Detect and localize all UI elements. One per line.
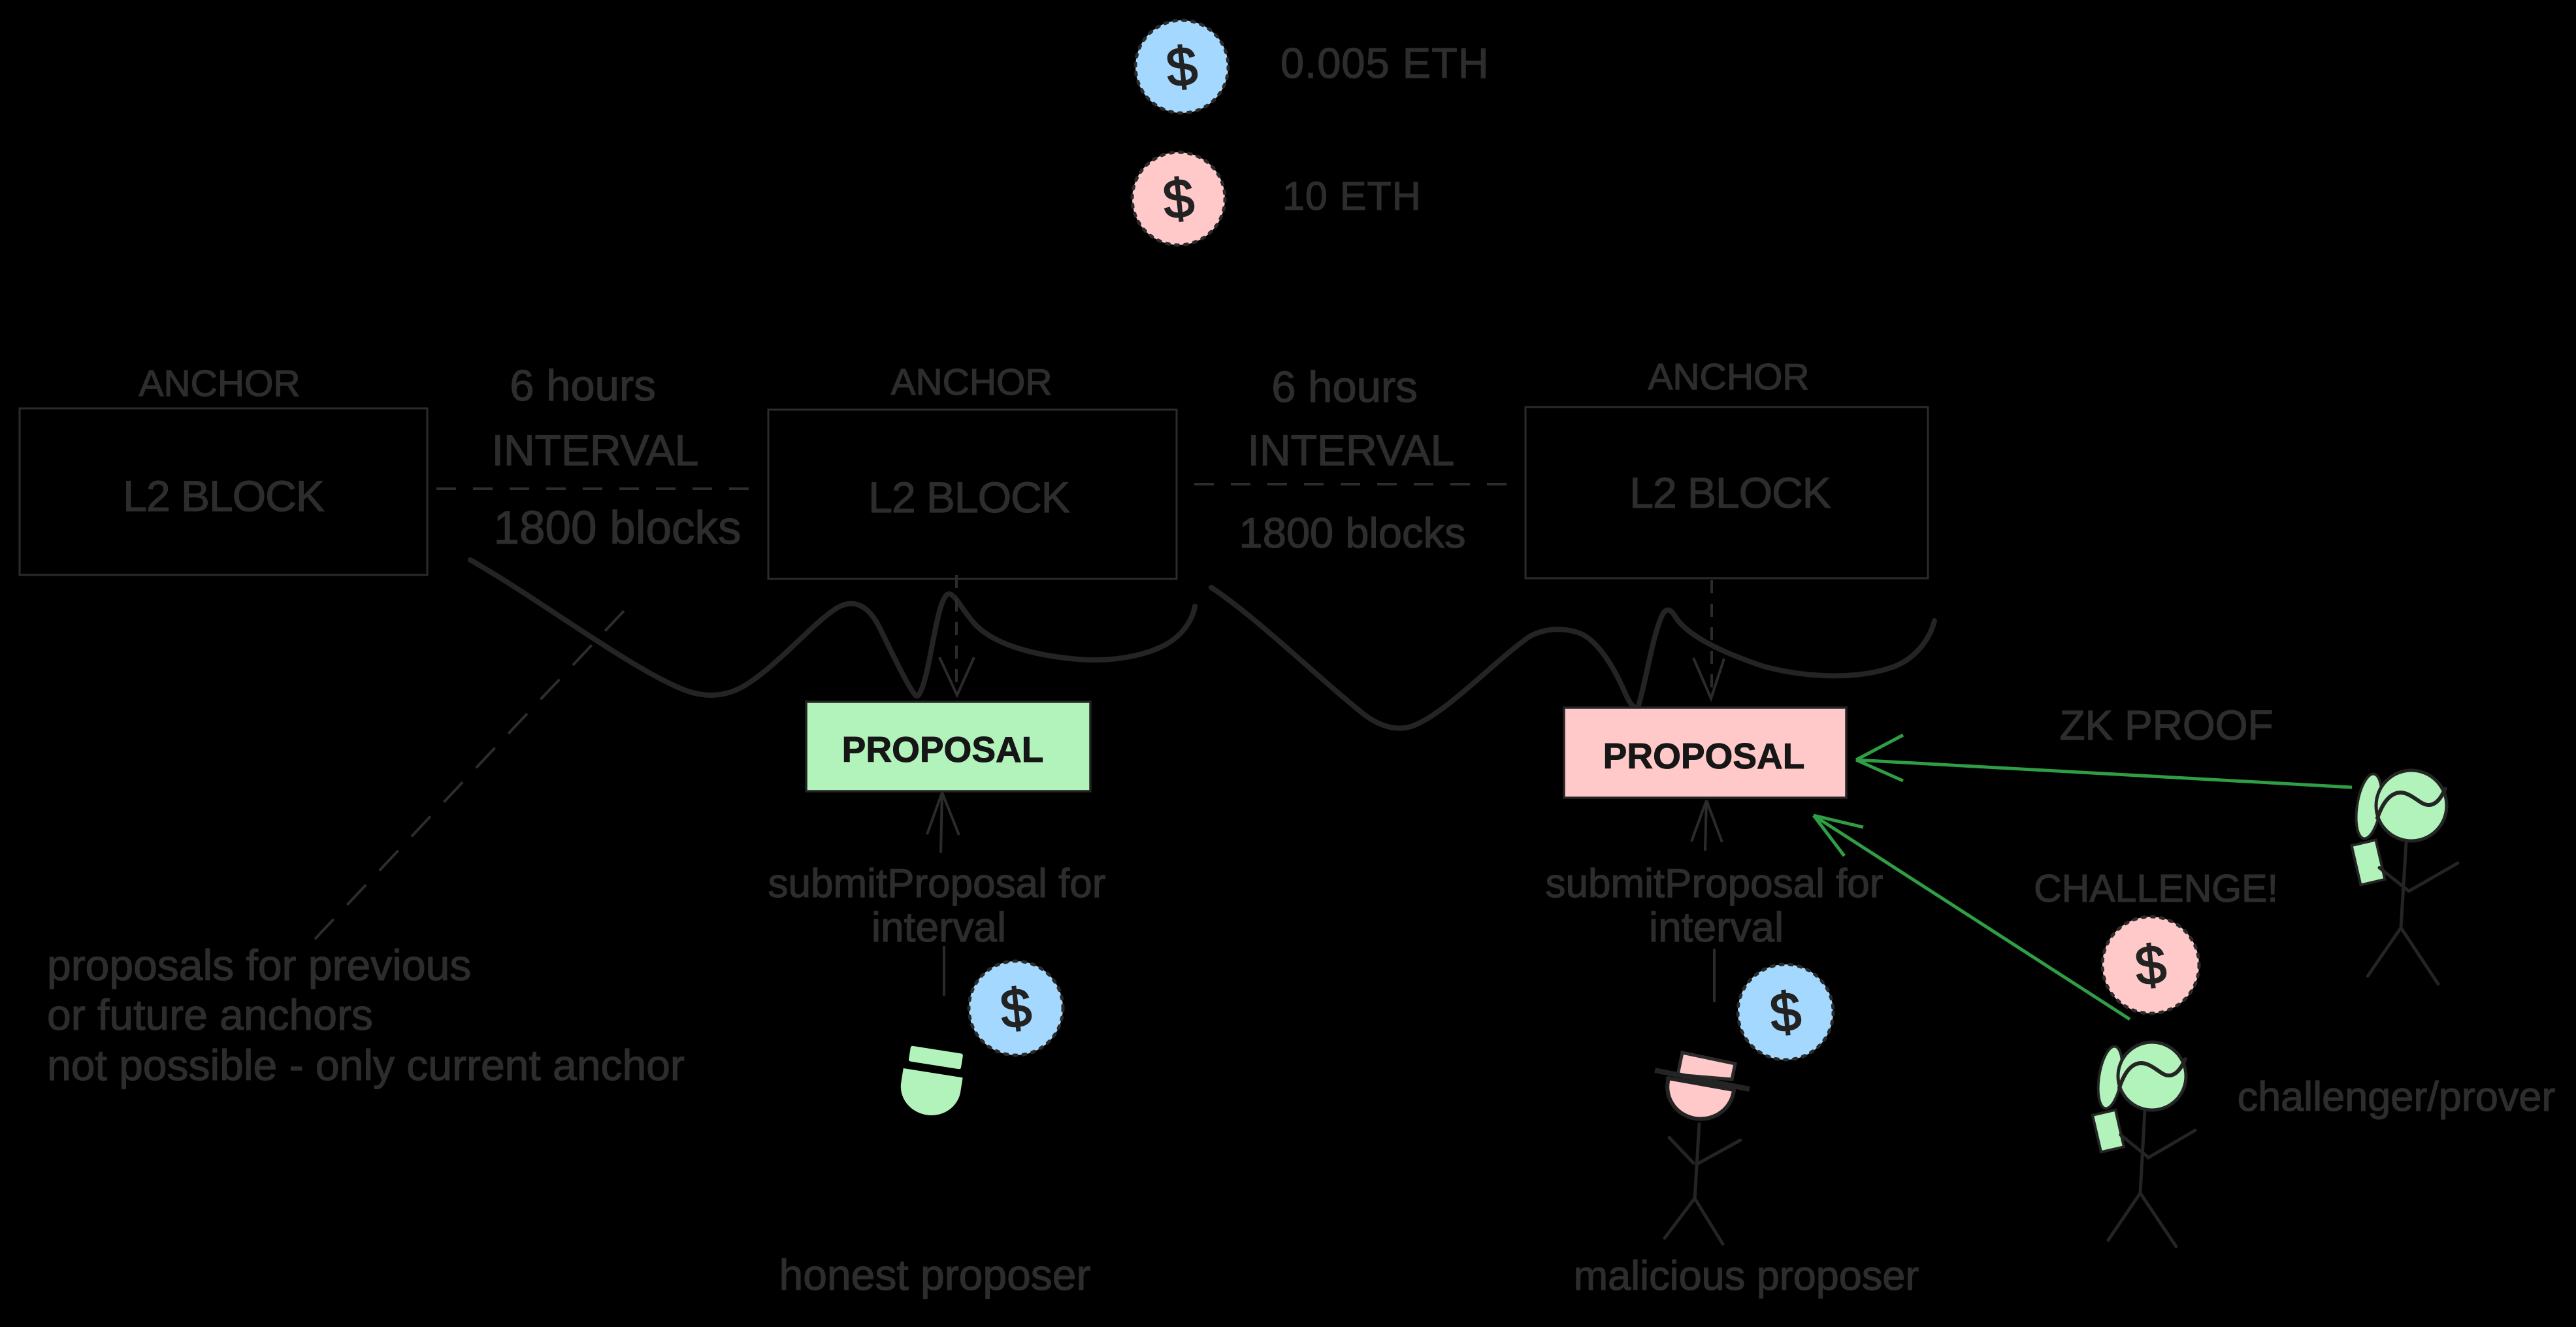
svg-text:INTERVAL: INTERVAL xyxy=(1248,426,1455,474)
svg-text:PROPOSAL: PROPOSAL xyxy=(842,729,1044,770)
svg-text:1800 blocks: 1800 blocks xyxy=(1239,509,1466,557)
svg-text:malicious proposer: malicious proposer xyxy=(1574,1253,1919,1299)
svg-text:0.005 ETH: 0.005 ETH xyxy=(1280,39,1490,87)
svg-text:6 hours: 6 hours xyxy=(510,361,655,410)
svg-text:6 hours: 6 hours xyxy=(1271,363,1417,412)
svg-text:submitProposal for: submitProposal for xyxy=(1546,861,1883,906)
svg-text:challenger/prover: challenger/prover xyxy=(2238,1074,2556,1120)
svg-text:ZK PROOF: ZK PROOF xyxy=(2059,702,2273,749)
svg-text:honest proposer: honest proposer xyxy=(779,1251,1091,1299)
svg-text:10 ETH: 10 ETH xyxy=(1282,174,1422,218)
svg-text:L2 BLOCK: L2 BLOCK xyxy=(1629,468,1831,517)
svg-text:ANCHOR: ANCHOR xyxy=(139,363,300,404)
svg-text:proposals for previous: proposals for previous xyxy=(47,941,471,989)
svg-text:ANCHOR: ANCHOR xyxy=(1648,356,1809,398)
svg-text:$: $ xyxy=(1164,35,1200,99)
svg-text:ANCHOR: ANCHOR xyxy=(890,361,1052,403)
svg-text:$: $ xyxy=(998,976,1034,1040)
svg-text:1800 blocks: 1800 blocks xyxy=(494,502,742,554)
svg-text:interval: interval xyxy=(872,904,1006,951)
svg-text:PROPOSAL: PROPOSAL xyxy=(1603,736,1805,776)
svg-text:$: $ xyxy=(1160,167,1197,231)
svg-text:L2 BLOCK: L2 BLOCK xyxy=(123,472,324,520)
svg-text:submitProposal for: submitProposal for xyxy=(768,861,1106,906)
svg-text:INTERVAL: INTERVAL xyxy=(492,426,699,474)
svg-text:or future anchors: or future anchors xyxy=(47,991,373,1039)
svg-text:CHALLENGE!: CHALLENGE! xyxy=(2034,867,2278,910)
svg-text:$: $ xyxy=(2132,933,2169,997)
svg-text:interval: interval xyxy=(1649,904,1784,951)
svg-text:L2 BLOCK: L2 BLOCK xyxy=(868,473,1069,521)
svg-text:not possible - only current an: not possible - only current anchor xyxy=(47,1041,685,1089)
svg-text:$: $ xyxy=(1767,980,1804,1044)
